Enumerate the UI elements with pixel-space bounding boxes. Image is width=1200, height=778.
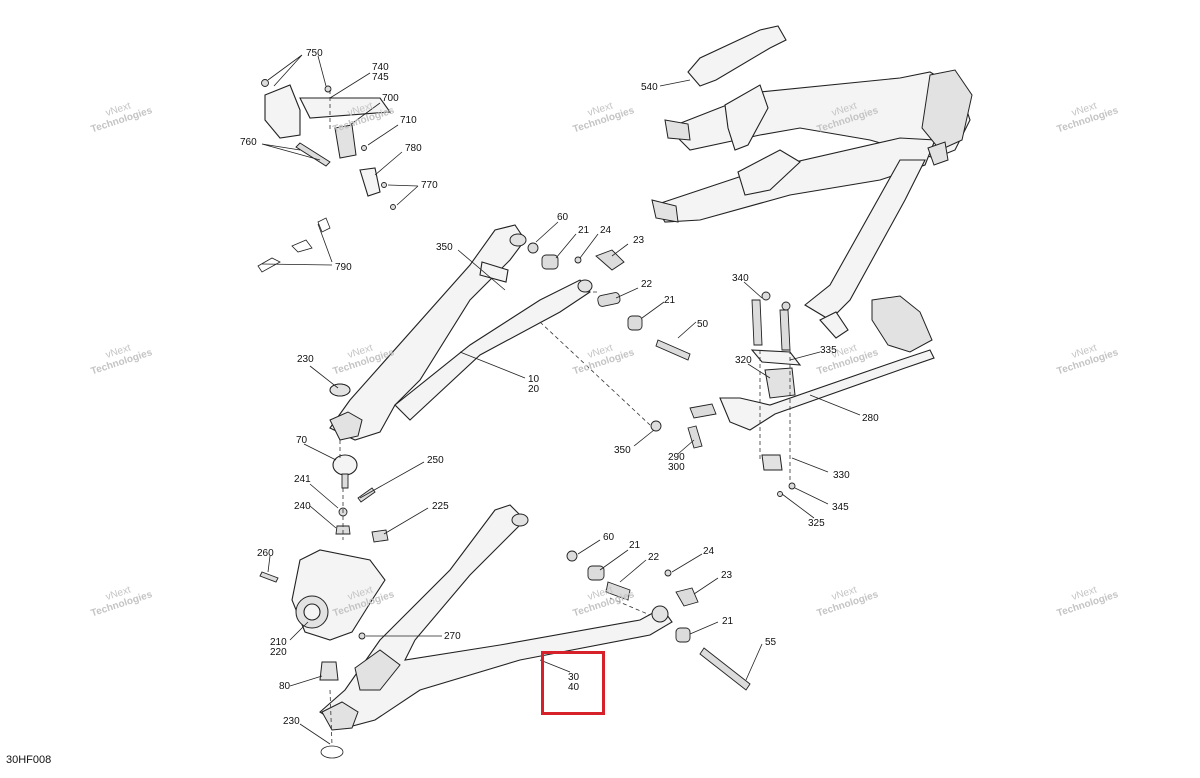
callout-22-upper[interactable]: 22	[641, 279, 653, 290]
snap-ring-upper	[329, 383, 351, 397]
callout-230-upper[interactable]: 230	[297, 354, 314, 365]
callout-21-upper-a[interactable]: 21	[578, 225, 590, 236]
callout-280[interactable]: 280	[862, 413, 879, 424]
callout-350-lower[interactable]: 350	[614, 445, 631, 456]
callout-325[interactable]: 325	[808, 518, 825, 529]
callout-540[interactable]: 540	[641, 82, 658, 93]
upper-arm-hardware	[527, 242, 691, 361]
leader-lines	[261, 54, 861, 745]
callout-24-lower[interactable]: 24	[703, 546, 715, 557]
callout-40[interactable]: 40	[568, 682, 580, 693]
callout-22-lower[interactable]: 22	[648, 552, 660, 563]
lower-a-arm	[319, 504, 673, 731]
callout-10[interactable]: 10	[528, 374, 540, 385]
callout-24-upper[interactable]: 24	[600, 225, 612, 236]
callout-50[interactable]: 50	[697, 319, 709, 330]
callout-740[interactable]: 740	[372, 62, 389, 73]
callout-230-lower[interactable]: 230	[283, 716, 300, 727]
callout-21-lower-a[interactable]: 21	[629, 540, 641, 551]
callout-250[interactable]: 250	[427, 455, 444, 466]
callout-290[interactable]: 290	[668, 452, 685, 463]
callout-330[interactable]: 330	[833, 470, 850, 481]
callout-241[interactable]: 241	[294, 474, 311, 485]
callout-760[interactable]: 760	[240, 137, 257, 148]
callout-340[interactable]: 340	[732, 273, 749, 284]
callout-55[interactable]: 55	[765, 637, 777, 648]
callout-225[interactable]: 225	[432, 501, 449, 512]
callout-210[interactable]: 210	[270, 637, 287, 648]
callout-345[interactable]: 345	[832, 502, 849, 513]
callout-790[interactable]: 790	[335, 262, 352, 273]
callout-80[interactable]: 80	[279, 681, 291, 692]
callout-220[interactable]: 220	[270, 647, 287, 658]
upper-a-arm	[329, 224, 593, 441]
selected-callout-highlight	[541, 651, 605, 715]
callout-240[interactable]: 240	[294, 501, 311, 512]
diagram-code: 30HF008	[6, 754, 52, 766]
callout-350-upper[interactable]: 350	[436, 242, 453, 253]
callout-21-lower-b[interactable]: 21	[722, 616, 734, 627]
knuckle-column	[259, 383, 389, 681]
callout-300[interactable]: 300	[668, 462, 685, 473]
callout-270[interactable]: 270	[444, 631, 461, 642]
callout-750[interactable]: 750	[306, 48, 323, 59]
callout-60-lower[interactable]: 60	[603, 532, 615, 543]
callout-23-lower[interactable]: 23	[721, 570, 733, 581]
assembly-lines	[329, 90, 791, 746]
callout-700[interactable]: 700	[382, 93, 399, 104]
callout-260[interactable]: 260	[257, 548, 274, 559]
callout-23-upper[interactable]: 23	[633, 235, 645, 246]
callout-70[interactable]: 70	[296, 435, 308, 446]
callout-20[interactable]: 20	[528, 384, 540, 395]
callout-30[interactable]: 30	[568, 672, 580, 683]
snap-ring-lower	[320, 745, 344, 759]
stabilizer-bar	[719, 291, 935, 497]
callout-710[interactable]: 710	[400, 115, 417, 126]
callout-60-upper[interactable]: 60	[557, 212, 569, 223]
callout-770[interactable]: 770	[421, 180, 438, 191]
stabilizer-links	[650, 403, 717, 449]
callout-21-upper-b[interactable]: 21	[664, 295, 676, 306]
callout-745[interactable]: 745	[372, 72, 389, 83]
lower-arm-hardware	[566, 550, 751, 691]
callout-780[interactable]: 780	[405, 143, 422, 154]
upper-left-bracket-group	[257, 79, 396, 273]
frame-section	[651, 25, 973, 353]
callout-335[interactable]: 335	[820, 345, 837, 356]
callout-320[interactable]: 320	[735, 355, 752, 366]
